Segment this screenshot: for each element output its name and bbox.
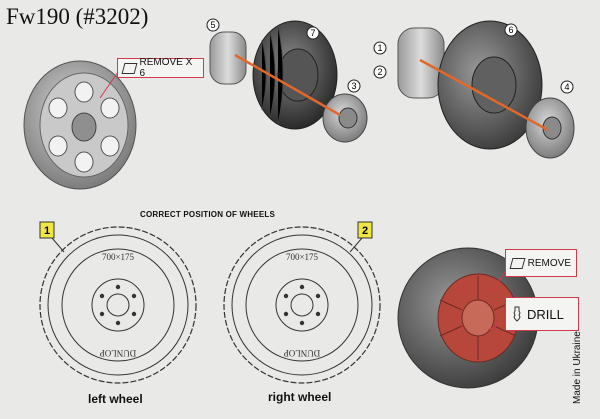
svg-text:2: 2 [377, 67, 382, 77]
remove-icon [509, 257, 526, 269]
remove-callout: REMOVE [505, 249, 577, 277]
right-wheel-label: right wheel [268, 390, 332, 404]
svg-text:4: 4 [564, 82, 569, 92]
remove-icon [121, 62, 137, 74]
part-number-2: 2 [373, 65, 387, 79]
svg-text:1: 1 [377, 43, 382, 53]
part-number-3: 3 [347, 79, 361, 93]
remove-x6-label: REMOVE X 6 [139, 57, 193, 79]
left-tire-size-marking: 700×175 [102, 252, 135, 262]
exploded-view-right [397, 20, 575, 159]
svg-text:5: 5 [210, 20, 215, 30]
made-in-note: Made in Ukraine [572, 331, 583, 404]
part-number-6: 6 [504, 23, 518, 37]
left-wheel-drawing: 700×175 DUNLOP [39, 226, 197, 384]
svg-text:1: 1 [44, 225, 50, 237]
left-wheel-badge: 1 [39, 221, 65, 253]
right-tire-size-marking: 700×175 [286, 252, 319, 262]
part-number-markers: 5 7 3 1 2 6 4 [206, 18, 574, 94]
part-number-1: 1 [373, 41, 387, 55]
part-number-5: 5 [206, 18, 220, 32]
left-tire-brand-marking: DUNLOP [100, 348, 137, 358]
drill-label: DRILL [527, 306, 564, 322]
svg-text:2: 2 [362, 225, 368, 237]
part-number-7: 7 [306, 26, 320, 40]
exploded-view-left [209, 20, 368, 143]
svg-text:3: 3 [351, 81, 356, 91]
right-wheel-drawing: 700×175 DUNLOP [223, 226, 381, 384]
right-tire-brand-marking: DUNLOP [284, 348, 321, 358]
drill-icon [513, 306, 521, 322]
remove-x6-callout: REMOVE X 6 [117, 57, 204, 79]
left-wheel-label: left wheel [88, 392, 143, 406]
wheel-hub-perforated [23, 60, 137, 190]
svg-text:7: 7 [310, 28, 315, 38]
remove-label: REMOVE [527, 257, 571, 269]
drill-callout: DRILL [505, 297, 579, 331]
right-wheel-badge: 2 [349, 221, 373, 253]
part-number-4: 4 [560, 80, 574, 94]
section-heading: CORRECT POSITION OF WHEELS [140, 210, 275, 219]
svg-text:6: 6 [508, 25, 513, 35]
tire-with-hub-render [397, 247, 539, 389]
page-title: Fw190 (#3202) [6, 4, 149, 29]
